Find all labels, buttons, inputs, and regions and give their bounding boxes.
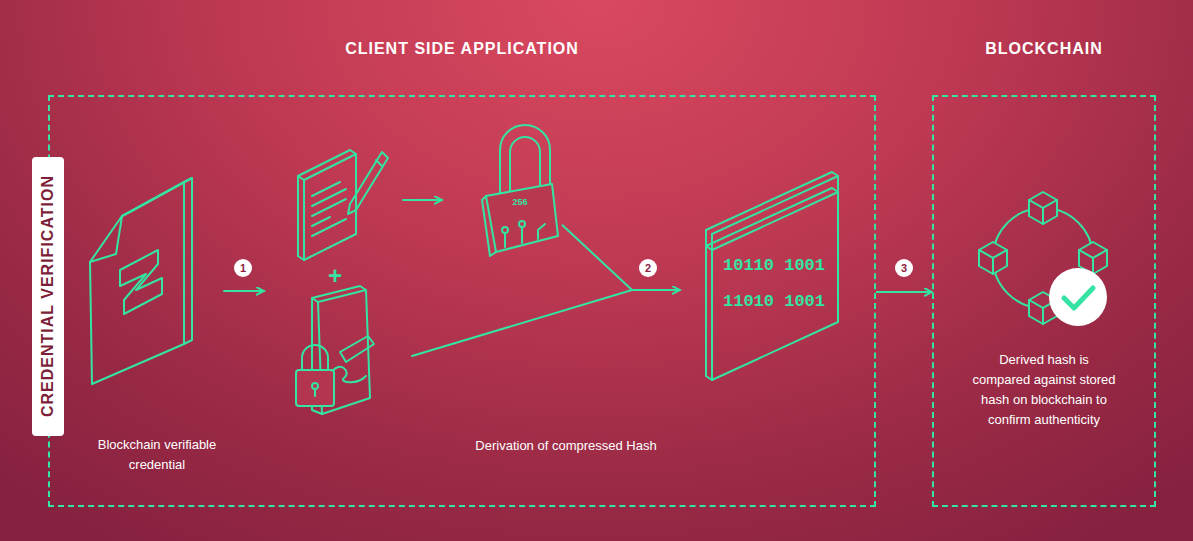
text-slot: BLOCKCHAIN [934, 40, 1154, 58]
credential-icon [90, 178, 192, 384]
lock-number: 256 [478, 197, 562, 208]
hash-card: 10110 1001 11010 1001 [680, 170, 850, 385]
connector [562, 225, 680, 290]
label-slot: 1 [234, 259, 252, 277]
stage-caption: Derivation of compressed Hash [416, 436, 716, 456]
document-icon [298, 150, 388, 260]
merge-line [412, 290, 632, 356]
text-slot: 10110 1001 11010 1001 [718, 248, 830, 320]
lock-icon [482, 125, 558, 256]
text-slot: 256 [478, 197, 562, 208]
connector [876, 291, 932, 293]
step-number: 1 [234, 259, 252, 277]
icon-caption: Blockchain verifiable credential [72, 435, 242, 475]
credential-node: Blockchain verifiable credential [72, 165, 242, 475]
lock-node: 256 [478, 125, 562, 258]
label-slot: Derivation of compressed Hash [416, 436, 716, 456]
group-heading: CLIENT SIDE APPLICATION [50, 40, 874, 58]
group-heading: BLOCKCHAIN [934, 40, 1154, 58]
blockchain-cubes [979, 192, 1107, 326]
step-number: 3 [895, 259, 913, 277]
plus-sign: + [320, 262, 350, 290]
label-slot: 3 [895, 259, 913, 277]
hash-card-icon [706, 172, 838, 380]
section-title: CREDENTIAL VERIFICATION [39, 175, 57, 417]
section-tag: CREDENTIAL VERIFICATION [32, 157, 64, 436]
step-number: 2 [639, 259, 657, 277]
text-slot: CLIENT SIDE APPLICATION [50, 40, 874, 58]
binary-text: 10110 1001 11010 1001 [718, 248, 830, 320]
label-slot: 2 [639, 259, 657, 277]
group-box: BLOCKCHAINDerived hash is compared again… [932, 95, 1156, 507]
text-slot: Derived hash is compared against stored … [972, 350, 1116, 430]
group-box: Blockchain verifiable credential 256 10110… [48, 95, 876, 507]
label-slot: + [320, 262, 350, 290]
text-slot: Blockchain verifiable credential [72, 435, 242, 475]
text-slot: CREDENTIAL VERIFICATION [32, 157, 64, 436]
signed-lock-icon [296, 286, 374, 414]
description: Derived hash is compared against stored … [972, 350, 1116, 430]
